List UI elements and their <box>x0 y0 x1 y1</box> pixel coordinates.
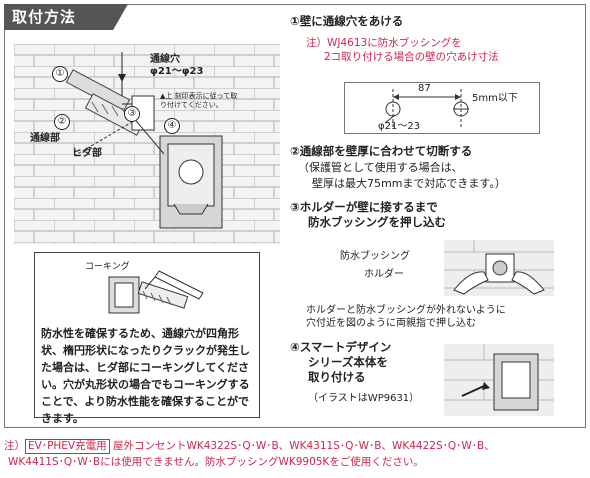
holder-label: ホルダー <box>364 269 404 280</box>
bushing-label: 防水ブッシング <box>340 251 410 262</box>
hole-label: 通線穴 φ21～φ23 <box>150 54 204 77</box>
step3-title: ③ホルダーが壁に接するまで 防水ブッシングを押し込む <box>290 200 446 229</box>
step-number-2: ② <box>54 114 70 130</box>
step1-note: 注）WJ4613に防水ブッシングを 2コ取り付ける場合の壁の穴あけ寸法 <box>306 37 499 63</box>
step3-sub: ホルダーと防水ブッシングが外れないように 穴付近を図のように両親指で押し込む <box>306 305 506 329</box>
footer-note: 注）EV･PHEV充電用 屋外コンセントWK4322S･Q･W･B、WK4311… <box>4 439 495 468</box>
wall-illustration <box>14 44 280 244</box>
ev-tag: EV･PHEV充電用 <box>25 439 110 454</box>
rib-part-label: ヒダ部 <box>72 148 102 159</box>
dim-5mm: 5mm以下 <box>472 93 518 104</box>
caulking-note-text: 防水性を確保するため、通線穴が四角形状、楕円形状になったりクラックが発生した場合… <box>41 327 250 425</box>
dim-phi: φ21～23 <box>378 121 421 132</box>
hole-dimension-diagram <box>344 82 540 134</box>
step-number-1: ① <box>52 66 68 82</box>
step1-title: ①壁に通線穴をあける <box>290 14 404 28</box>
step-number-3: ③ <box>124 106 140 122</box>
wiring-part-label: 通線部 <box>30 133 60 144</box>
up-direction-label: ▲上 刻印表示に従って取り付けてください。 <box>160 92 238 109</box>
caulking-illustration <box>108 270 204 314</box>
step-number-4: ④ <box>164 118 180 134</box>
step2-sub: （保護管として使用する場合は、 壁厚は最大75mmまで対応できます。） <box>298 161 506 190</box>
section-title: 取付方法 <box>4 4 128 30</box>
step4-sub: （イラストはWP9631） <box>308 393 420 404</box>
step4-illustration <box>444 344 554 416</box>
instruction-frame <box>4 4 586 428</box>
caulking-note-box: コーキング 防水性を確保するため、通線穴が四角形状、楕円形状になったりクラックが… <box>34 252 260 425</box>
step3-illustration <box>444 240 554 296</box>
dim-87: 87 <box>418 83 431 94</box>
step2-title: ②通線部を壁厚に合わせて切断する <box>290 144 473 158</box>
step4-title: ④スマートデザイン シリーズ本体を 取り付ける <box>290 340 392 384</box>
caulking-label: コーキング <box>85 262 130 272</box>
